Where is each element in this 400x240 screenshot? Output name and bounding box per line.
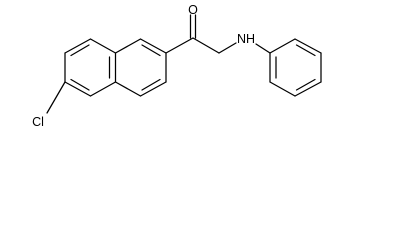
carbonyl-ch2-bond [192, 37, 220, 54]
naphthalene-right-ring [114, 38, 167, 97]
structure-diagram: O NH Cl [32, 3, 322, 129]
nh-phenyl-bond [255, 43, 271, 54]
ring-carbonyl-bond [165, 37, 194, 54]
c-cl-bond [46, 81, 66, 114]
ch2-nh-bond [218, 42, 237, 54]
phenyl-ring [269, 38, 322, 97]
oxygen-label: O [188, 3, 198, 17]
naphthalene-left-ring [64, 38, 117, 97]
amine-nh-label: NH [237, 32, 255, 46]
carbonyl-double-bond [189, 14, 197, 39]
chlorine-label: Cl [32, 115, 44, 129]
